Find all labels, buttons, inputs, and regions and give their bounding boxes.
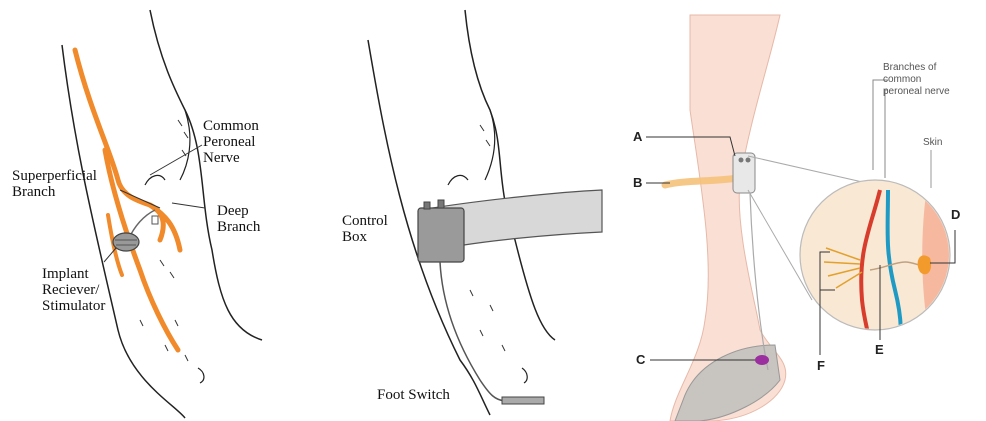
label-control-box: Control Box: [342, 213, 388, 245]
label-d: D: [951, 207, 960, 222]
implant-receiver: [113, 233, 139, 251]
figure-colored-schematic: Branches of common peroneal nerve Skin A…: [630, 0, 986, 421]
implant-leg-drawing: [0, 0, 330, 421]
leg-outline-front: [150, 10, 262, 340]
label-common-peroneal-nerve: Common Peroneal Nerve: [203, 118, 259, 166]
label-b: B: [633, 175, 642, 190]
label-branches-of-common-peroneal-nerve: Branches of common peroneal nerve: [883, 62, 950, 98]
heel-sensor-c: [755, 355, 769, 365]
control-box: [418, 208, 464, 262]
control-box-leg-drawing: [330, 0, 630, 421]
label-foot-switch: Foot Switch: [377, 387, 450, 403]
label-e: E: [875, 342, 884, 357]
leg-outline-back: [62, 45, 185, 418]
device-a: [733, 153, 755, 193]
label-superficial-branch: Superperficial Branch: [12, 168, 97, 200]
label-c: C: [636, 352, 645, 367]
label-implant-receiver: Implant Reciever/ Stimulator: [42, 266, 105, 314]
foot-switch: [502, 397, 544, 404]
label-f: F: [817, 358, 825, 373]
figure-control-box-diagram: Control Box Foot Switch: [330, 0, 630, 421]
label-a: A: [633, 129, 642, 144]
label-skin: Skin: [923, 137, 942, 149]
leg-outline-front: [465, 10, 555, 340]
label-deep-branch: Deep Branch: [217, 203, 260, 235]
figure-implant-diagram: Common Peroneal Nerve Superperficial Bra…: [0, 0, 330, 421]
